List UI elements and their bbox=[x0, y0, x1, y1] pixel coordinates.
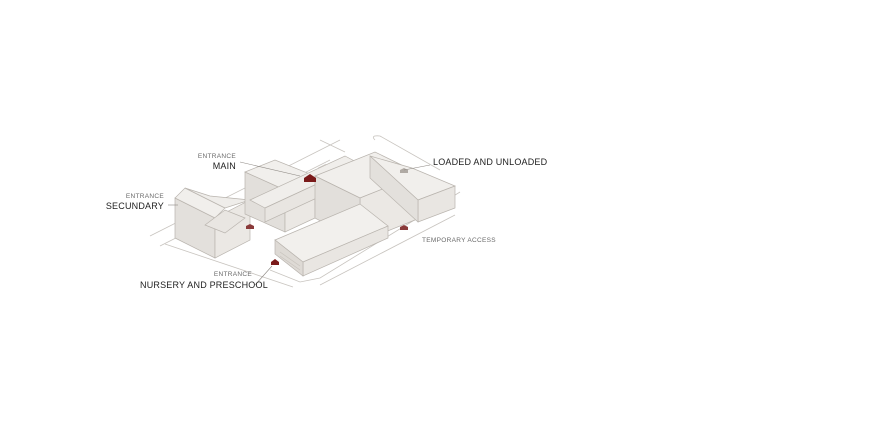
building-east bbox=[369, 155, 456, 223]
leader-lines bbox=[168, 161, 431, 286]
road-line-east bbox=[269, 191, 461, 283]
house-marker-icon-temporary bbox=[400, 225, 408, 230]
temporary-access-label: TEMPORARY ACCESS bbox=[422, 237, 496, 244]
road-line-south bbox=[164, 243, 294, 288]
road-line-east-inner bbox=[319, 214, 456, 286]
entrance-secondary-small-label: ENTRANCE bbox=[125, 193, 164, 200]
building-west bbox=[174, 187, 251, 259]
road-line-n-stub bbox=[319, 139, 346, 153]
house-marker-icon-loading bbox=[400, 168, 408, 173]
loaded-unloaded-label: LOADED AND UNLOADED bbox=[433, 157, 548, 167]
road-line-north bbox=[372, 135, 441, 171]
house-marker-icon-secondary bbox=[246, 224, 254, 229]
house-marker-icon-nursery bbox=[271, 259, 279, 265]
building-south bbox=[274, 203, 389, 277]
house-marker-icon-main bbox=[304, 174, 316, 182]
entrance-main-small-label: ENTRANCE bbox=[197, 153, 236, 160]
entrance-secondary-label: SECUNDARY bbox=[105, 201, 164, 211]
entrance-nursery-small-label: ENTRANCE bbox=[213, 271, 252, 278]
entrance-nursery-label: NURSERY AND PRESCHOOL bbox=[140, 280, 268, 290]
entrance-main-label: MAIN bbox=[212, 161, 236, 171]
